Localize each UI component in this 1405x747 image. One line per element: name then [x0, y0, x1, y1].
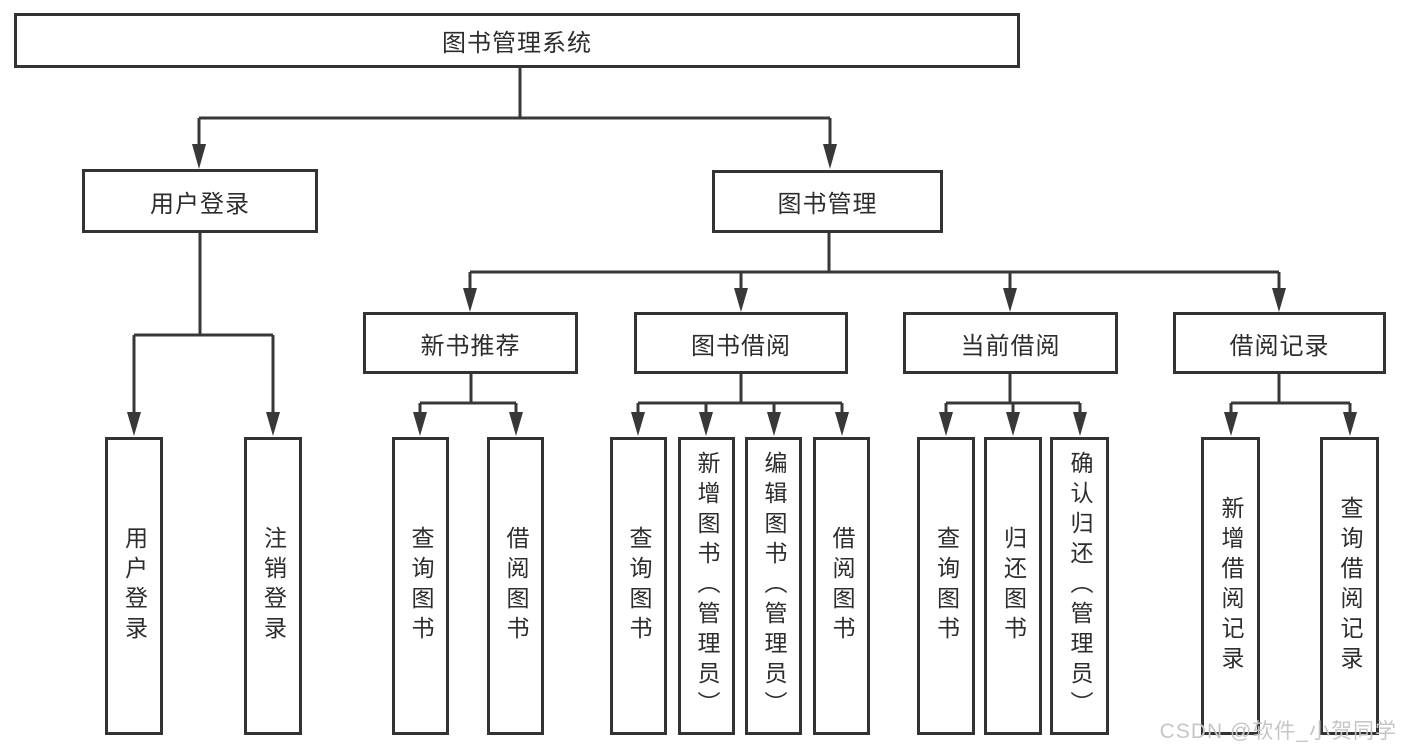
leaf-edit-books-admin: 编辑图书（管理员）: [745, 437, 802, 735]
node-label: 当前借阅: [960, 332, 1061, 360]
node-borrowing-records: 借阅记录: [1173, 312, 1386, 374]
leaf-borrow-books: 借阅图书: [487, 437, 544, 735]
node-label: 查询图书: [408, 526, 434, 646]
node-label: 借阅图书: [503, 526, 529, 646]
node-label: 图书管理系统: [442, 30, 592, 57]
node-label: 图书管理: [777, 191, 878, 218]
node-new-book-recommendation: 新书推荐: [363, 312, 578, 374]
node-label: 查询图书: [626, 526, 652, 646]
leaf-query-books: 查询图书: [392, 437, 449, 735]
node-label: 查询图书: [933, 526, 960, 646]
node-label: 查询借阅记录: [1337, 496, 1363, 676]
leaf-query-books: 查询图书: [917, 437, 975, 735]
leaf-confirm-return-admin: 确认归还（管理员）: [1050, 437, 1109, 735]
node-label: 用户登录: [121, 526, 148, 646]
leaf-user-login: 用户登录: [105, 437, 163, 735]
node-label: 新增图书（管理员）: [694, 451, 720, 721]
node-label: 归还图书: [1000, 526, 1027, 646]
node-label: 确认归还（管理员）: [1067, 451, 1093, 721]
node-book-management: 图书管理: [712, 170, 943, 233]
leaf-return-books: 归还图书: [984, 437, 1042, 735]
node-label: 新增借阅记录: [1218, 496, 1244, 676]
node-label: 新书推荐: [420, 332, 521, 360]
node-book-borrowing: 图书借阅: [634, 312, 848, 374]
node-label: 编辑图书（管理员）: [761, 451, 787, 721]
node-label: 用户登录: [150, 190, 250, 218]
node-root-library-management-system: 图书管理系统: [14, 13, 1020, 68]
leaf-borrow-books: 借阅图书: [813, 437, 870, 735]
csdn-watermark: CSDN @软件_小贺同学: [1159, 720, 1397, 743]
node-label: 借阅记录: [1229, 332, 1330, 360]
node-current-borrowing: 当前借阅: [903, 312, 1118, 374]
leaf-logout: 注销登录: [244, 437, 302, 735]
node-label: 注销登录: [260, 526, 287, 646]
leaf-add-books-admin: 新增图书（管理员）: [678, 437, 735, 735]
node-user-login: 用户登录: [82, 169, 318, 233]
leaf-query-books: 查询图书: [610, 437, 667, 735]
node-label: 图书借阅: [691, 332, 791, 360]
leaf-query-borrow-record: 查询借阅记录: [1320, 437, 1379, 735]
node-label: 借阅图书: [829, 526, 855, 646]
leaf-add-borrow-record: 新增借阅记录: [1201, 437, 1260, 735]
